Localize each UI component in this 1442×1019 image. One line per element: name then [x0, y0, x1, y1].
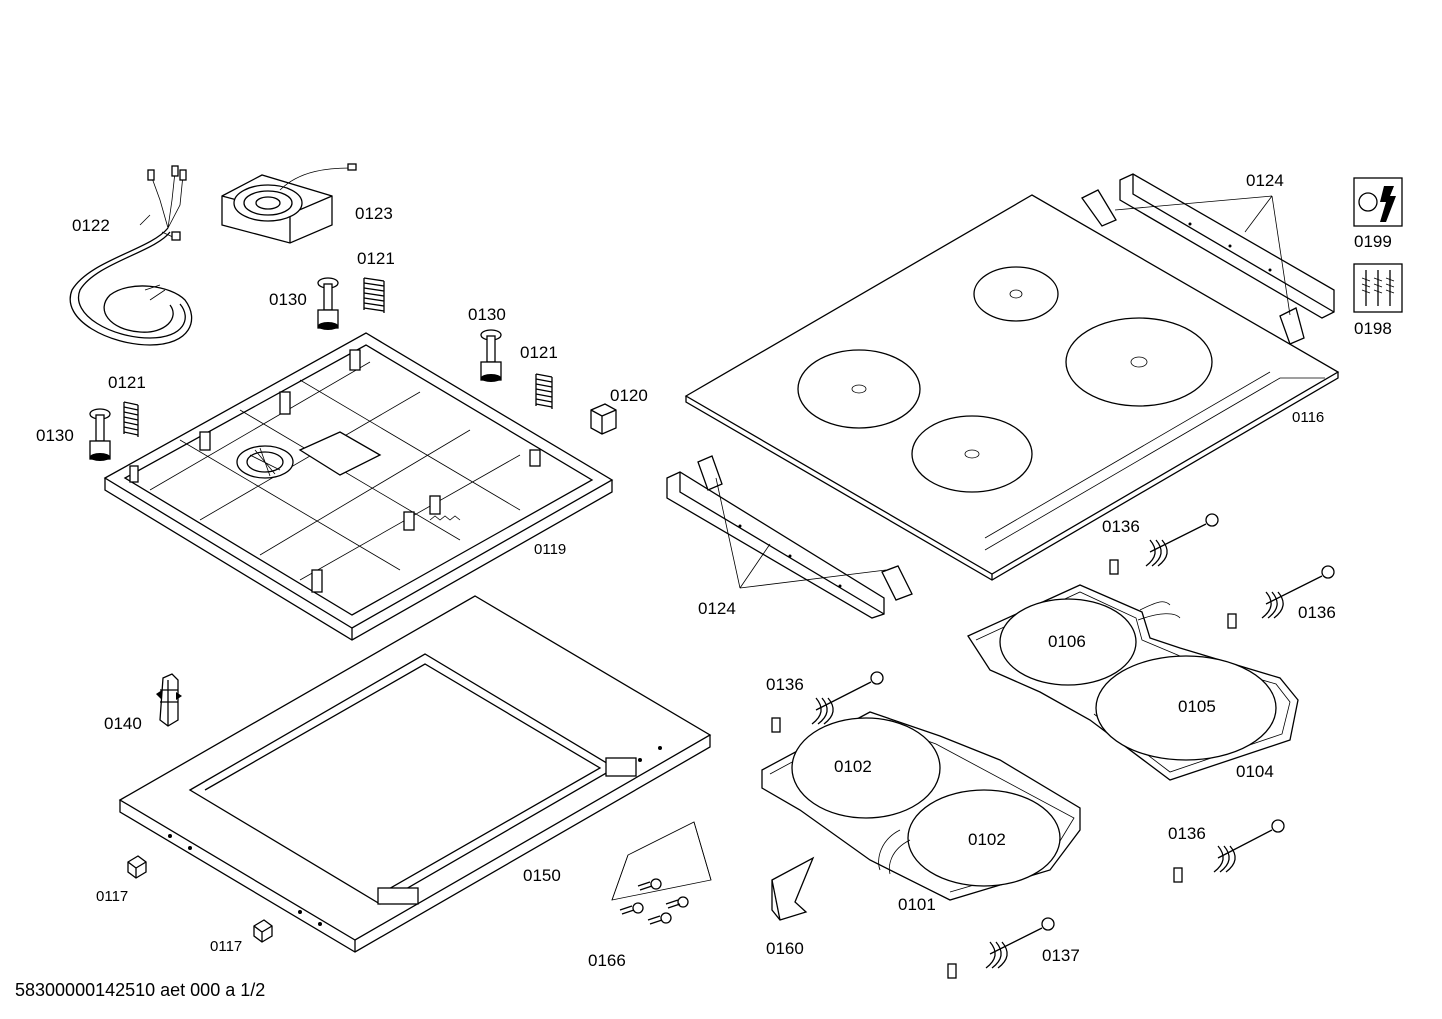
- label-0166[interactable]: 0166: [588, 951, 626, 970]
- frame-0150[interactable]: [118, 595, 712, 953]
- sensor-0136-b[interactable]: [1227, 565, 1335, 629]
- cooling-fan-0123[interactable]: [221, 163, 357, 244]
- spring-0121-b[interactable]: [535, 373, 553, 409]
- label-0199[interactable]: 0199: [1354, 232, 1392, 251]
- foot-0117-a[interactable]: [127, 855, 147, 879]
- foot-0130-c[interactable]: [89, 408, 111, 461]
- radiant-heater-0102-a[interactable]: [791, 717, 941, 819]
- document-id: 58300000142510 aet 000 a 1/2: [15, 980, 266, 1000]
- label-0198[interactable]: 0198: [1354, 319, 1392, 338]
- label-0130-c[interactable]: 0130: [36, 426, 74, 445]
- mounting-bracket-0124-top[interactable]: [1081, 173, 1335, 345]
- label-0117-a[interactable]: 0117: [96, 888, 128, 905]
- leader-lines: [715, 195, 1291, 589]
- label-0122[interactable]: 0122: [72, 216, 110, 235]
- spring-0121-c[interactable]: [123, 401, 139, 437]
- foot-0130-a[interactable]: [317, 277, 339, 330]
- glass-ceramic-top-0116[interactable]: [684, 194, 1340, 581]
- label-0106[interactable]: 0106: [1048, 632, 1086, 651]
- label-0136-a[interactable]: 0136: [1102, 517, 1140, 536]
- spring-0121-a[interactable]: [363, 277, 385, 313]
- label-0124-top[interactable]: 0124: [1246, 171, 1284, 190]
- label-0116[interactable]: 0116: [1292, 409, 1324, 426]
- mounting-bracket-0124-bottom[interactable]: [666, 455, 913, 619]
- part-labels: 0122 0123 0121 0130 0130 0121 0121 0120 …: [36, 171, 1392, 970]
- label-0120[interactable]: 0120: [610, 386, 648, 405]
- radiant-heater-0102-b[interactable]: [878, 789, 1061, 887]
- label-0160[interactable]: 0160: [766, 939, 804, 958]
- label-0101[interactable]: 0101: [898, 895, 936, 914]
- label-0104[interactable]: 0104: [1236, 762, 1274, 781]
- screws-tool-icon[interactable]: [1353, 263, 1403, 313]
- sensor-0137[interactable]: [947, 917, 1055, 979]
- foot-0130-b[interactable]: [480, 329, 502, 382]
- label-0121-a[interactable]: 0121: [357, 249, 395, 268]
- label-0121-b[interactable]: 0121: [520, 343, 558, 362]
- label-0123[interactable]: 0123: [355, 204, 393, 223]
- label-0136-b[interactable]: 0136: [1298, 603, 1336, 622]
- plug-0140[interactable]: [156, 673, 182, 727]
- wrench-tool-icon[interactable]: [1353, 177, 1403, 227]
- sensor-0136-a[interactable]: [1109, 513, 1219, 575]
- label-0121-c[interactable]: 0121: [108, 373, 146, 392]
- label-0130-b[interactable]: 0130: [468, 305, 506, 324]
- label-0150[interactable]: 0150: [523, 866, 561, 885]
- label-0117-b[interactable]: 0117: [210, 938, 242, 955]
- sensor-0136-d[interactable]: [1173, 819, 1285, 883]
- label-0124-bottom[interactable]: 0124: [698, 599, 736, 618]
- label-0119[interactable]: 0119: [534, 541, 566, 558]
- label-0136-d[interactable]: 0136: [1168, 824, 1206, 843]
- screw-set-0166[interactable]: [611, 821, 712, 925]
- sensor-0136-c[interactable]: [771, 671, 884, 733]
- label-0102-a[interactable]: 0102: [834, 757, 872, 776]
- foot-0117-b[interactable]: [253, 919, 273, 943]
- label-0105[interactable]: 0105: [1178, 697, 1216, 716]
- label-0130-a[interactable]: 0130: [269, 290, 307, 309]
- label-0102-b[interactable]: 0102: [968, 830, 1006, 849]
- label-0136-c[interactable]: 0136: [766, 675, 804, 694]
- radiant-heater-0106[interactable]: [999, 598, 1181, 686]
- label-0140[interactable]: 0140: [104, 714, 142, 733]
- label-0137[interactable]: 0137: [1042, 946, 1080, 965]
- clip-0120[interactable]: [590, 403, 617, 435]
- cable-harness-0122[interactable]: [69, 165, 193, 346]
- bracket-0160[interactable]: [771, 856, 815, 921]
- housing-tray-0119[interactable]: [103, 332, 614, 641]
- radiant-heater-0105[interactable]: [1095, 655, 1277, 761]
